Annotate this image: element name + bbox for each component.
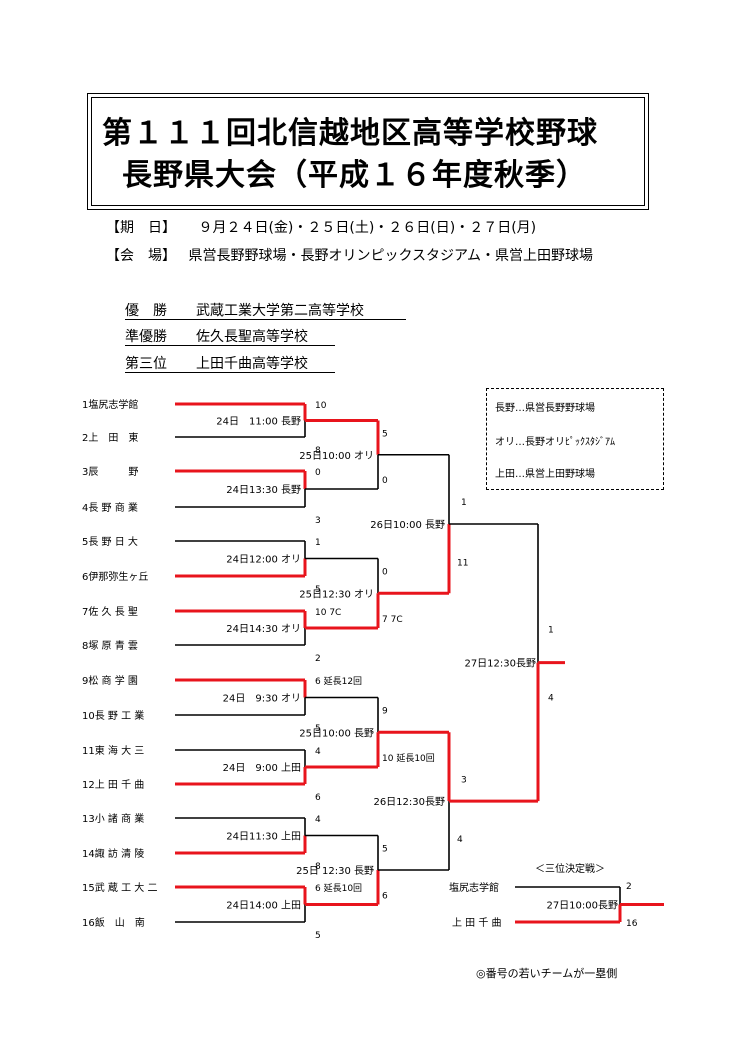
match-score: 3 <box>315 516 321 526</box>
match-schedule: 27日10:00長野 <box>546 900 618 912</box>
team-name: 5長 野 日 大 <box>82 535 138 548</box>
team-name: 2上 田 東 <box>82 431 138 444</box>
match-schedule: 24日13:30 長野 <box>226 484 301 496</box>
dates-label: 【期 日】 <box>106 220 176 236</box>
match-score: 11 <box>457 558 468 568</box>
title-inner-border <box>91 97 645 206</box>
match-score: 4 <box>457 835 463 845</box>
match-score: 5 <box>382 845 388 855</box>
venue-label: 【会 場】 <box>106 248 176 264</box>
match-schedule: 24日 11:00 長野 <box>216 416 301 428</box>
team-name: 3辰 野 <box>82 466 138 478</box>
result-school: 武蔵工業大学第二高等学校 <box>196 303 364 319</box>
dates-row: 【期 日】 ９月２４日(金)・２５日(土)・２６日(日)・２７日(月) <box>106 217 536 237</box>
match-score: 10 7C <box>315 608 341 618</box>
team-name: 7佐 久 長 聖 <box>82 606 138 618</box>
team-name: 8塚 原 青 雲 <box>82 639 138 652</box>
match-schedule: 24日14:30 オリ <box>226 623 301 635</box>
match-schedule: 24日11:30 上田 <box>226 831 301 843</box>
match-schedule: 25日10:00 オリ <box>299 450 374 462</box>
match-score: 9 <box>382 707 388 717</box>
match-score: 4 <box>315 815 321 825</box>
match-schedule: 27日12:30長野 <box>464 658 536 670</box>
match-score: 4 <box>548 694 554 704</box>
match-score: 1 <box>315 538 321 548</box>
result-third: 第三位 上田千曲高等学校 <box>125 353 308 373</box>
team-name: 6伊那弥生ヶ丘 <box>82 570 148 583</box>
match-score: 8 <box>315 862 321 872</box>
match-score: 2 <box>315 654 321 664</box>
venue-legend: 長野…県営長野野球場 オリ…長野オリﾋﾟｯｸｽﾀｼﾞｱﾑ 上田…県営上田野球場 <box>486 388 664 490</box>
match-schedule: 24日 9:00 上田 <box>223 762 301 774</box>
footnote: ◎番号の若いチームが一塁側 <box>476 967 618 980</box>
match-score: 3 <box>461 775 467 785</box>
result-underline <box>125 319 406 320</box>
legend-item: オリ…長野オリﾋﾟｯｸｽﾀｼﾞｱﾑ <box>495 437 615 448</box>
match-score: 7 7C <box>382 615 403 625</box>
title-box: 第１１１回北信越地区高等学校野球 長野県大会（平成１６年度秋季） <box>87 93 649 210</box>
match-schedule: 24日 9:30 オリ <box>223 693 301 705</box>
match-score: 0 <box>382 568 388 578</box>
venue-row: 【会 場】 県営長野野球場・長野オリンピックスタジアム・県営上田野球場 <box>106 245 593 265</box>
match-score: 16 <box>626 919 638 929</box>
team-name: 12上 田 千 曲 <box>82 779 144 791</box>
match-score: 5 <box>382 430 388 440</box>
result-runner-up: 準優勝 佐久長聖高等学校 <box>125 326 308 346</box>
legend-item: 上田…県営上田野球場 <box>495 469 595 480</box>
match-score: 0 <box>315 468 321 478</box>
match-schedule: 24日14:00 上田 <box>226 900 301 912</box>
legend-item: 長野…県営長野野球場 <box>495 403 595 414</box>
match-score: 5 <box>315 724 321 734</box>
third-place-heading: ＜三位決定戦＞ <box>535 862 605 875</box>
match-score: 4 <box>315 747 321 757</box>
match-schedule: 25日12:30 オリ <box>299 588 374 600</box>
match-schedule: 25日 12:30 長野 <box>296 865 374 877</box>
result-label: 第三位 <box>125 356 167 372</box>
team-name: 塩尻志学館 <box>449 881 499 894</box>
team-name: 11東 海 大 三 <box>82 744 144 757</box>
team-name: 13小 諸 商 業 <box>82 812 144 825</box>
result-underline <box>125 372 335 373</box>
match-score: 10 延長10回 <box>382 752 435 764</box>
match-score: 6 <box>382 892 388 902</box>
team-name: 14諏 訪 清 陵 <box>82 847 144 860</box>
match-score: 1 <box>548 626 554 636</box>
title-line-2: 長野県大会（平成１６年度秋季） <box>122 158 587 193</box>
match-schedule: 26日10:00 長野 <box>370 519 445 531</box>
result-underline <box>125 345 335 346</box>
match-schedule: 25日10:00 長野 <box>299 727 374 739</box>
result-school: 佐久長聖高等学校 <box>196 329 308 345</box>
team-name: 上 田 千 曲 <box>452 917 502 929</box>
team-name: 16飯 山 南 <box>82 916 145 929</box>
result-label: 準優勝 <box>125 329 167 345</box>
result-label: 優 勝 <box>125 303 167 319</box>
match-score: 8 <box>315 446 321 456</box>
team-name: 15武 蔵 工 大 二 <box>82 881 157 894</box>
venue-value: 県営長野野球場・長野オリンピックスタジアム・県営上田野球場 <box>188 248 594 264</box>
title-line-1: 第１１１回北信越地区高等学校野球 <box>102 116 598 151</box>
result-school: 上田千曲高等学校 <box>196 356 308 372</box>
match-score: 2 <box>626 882 632 892</box>
team-name: 1塩尻志学館 <box>82 398 138 411</box>
match-score: 6 延長10回 <box>315 882 362 894</box>
match-score: 1 <box>461 498 467 508</box>
team-name: 9松 商 学 園 <box>82 674 138 687</box>
dates-value: ９月２４日(金)・２５日(土)・２６日(日)・２７日(月) <box>198 220 537 236</box>
match-score: 5 <box>315 931 321 941</box>
match-schedule: 26日12:30長野 <box>373 796 445 808</box>
match-score: 6 延長12回 <box>315 675 362 687</box>
match-score: 6 <box>315 793 321 803</box>
result-champion: 優 勝 武蔵工業大学第二高等学校 <box>125 300 364 320</box>
team-name: 4長 野 商 業 <box>82 501 138 514</box>
match-schedule: 24日12:00 オリ <box>226 554 301 566</box>
match-score: 0 <box>382 476 388 486</box>
team-name: 10長 野 工 業 <box>82 709 144 722</box>
match-score: 10 <box>315 401 327 411</box>
match-score: 5 <box>315 585 321 595</box>
